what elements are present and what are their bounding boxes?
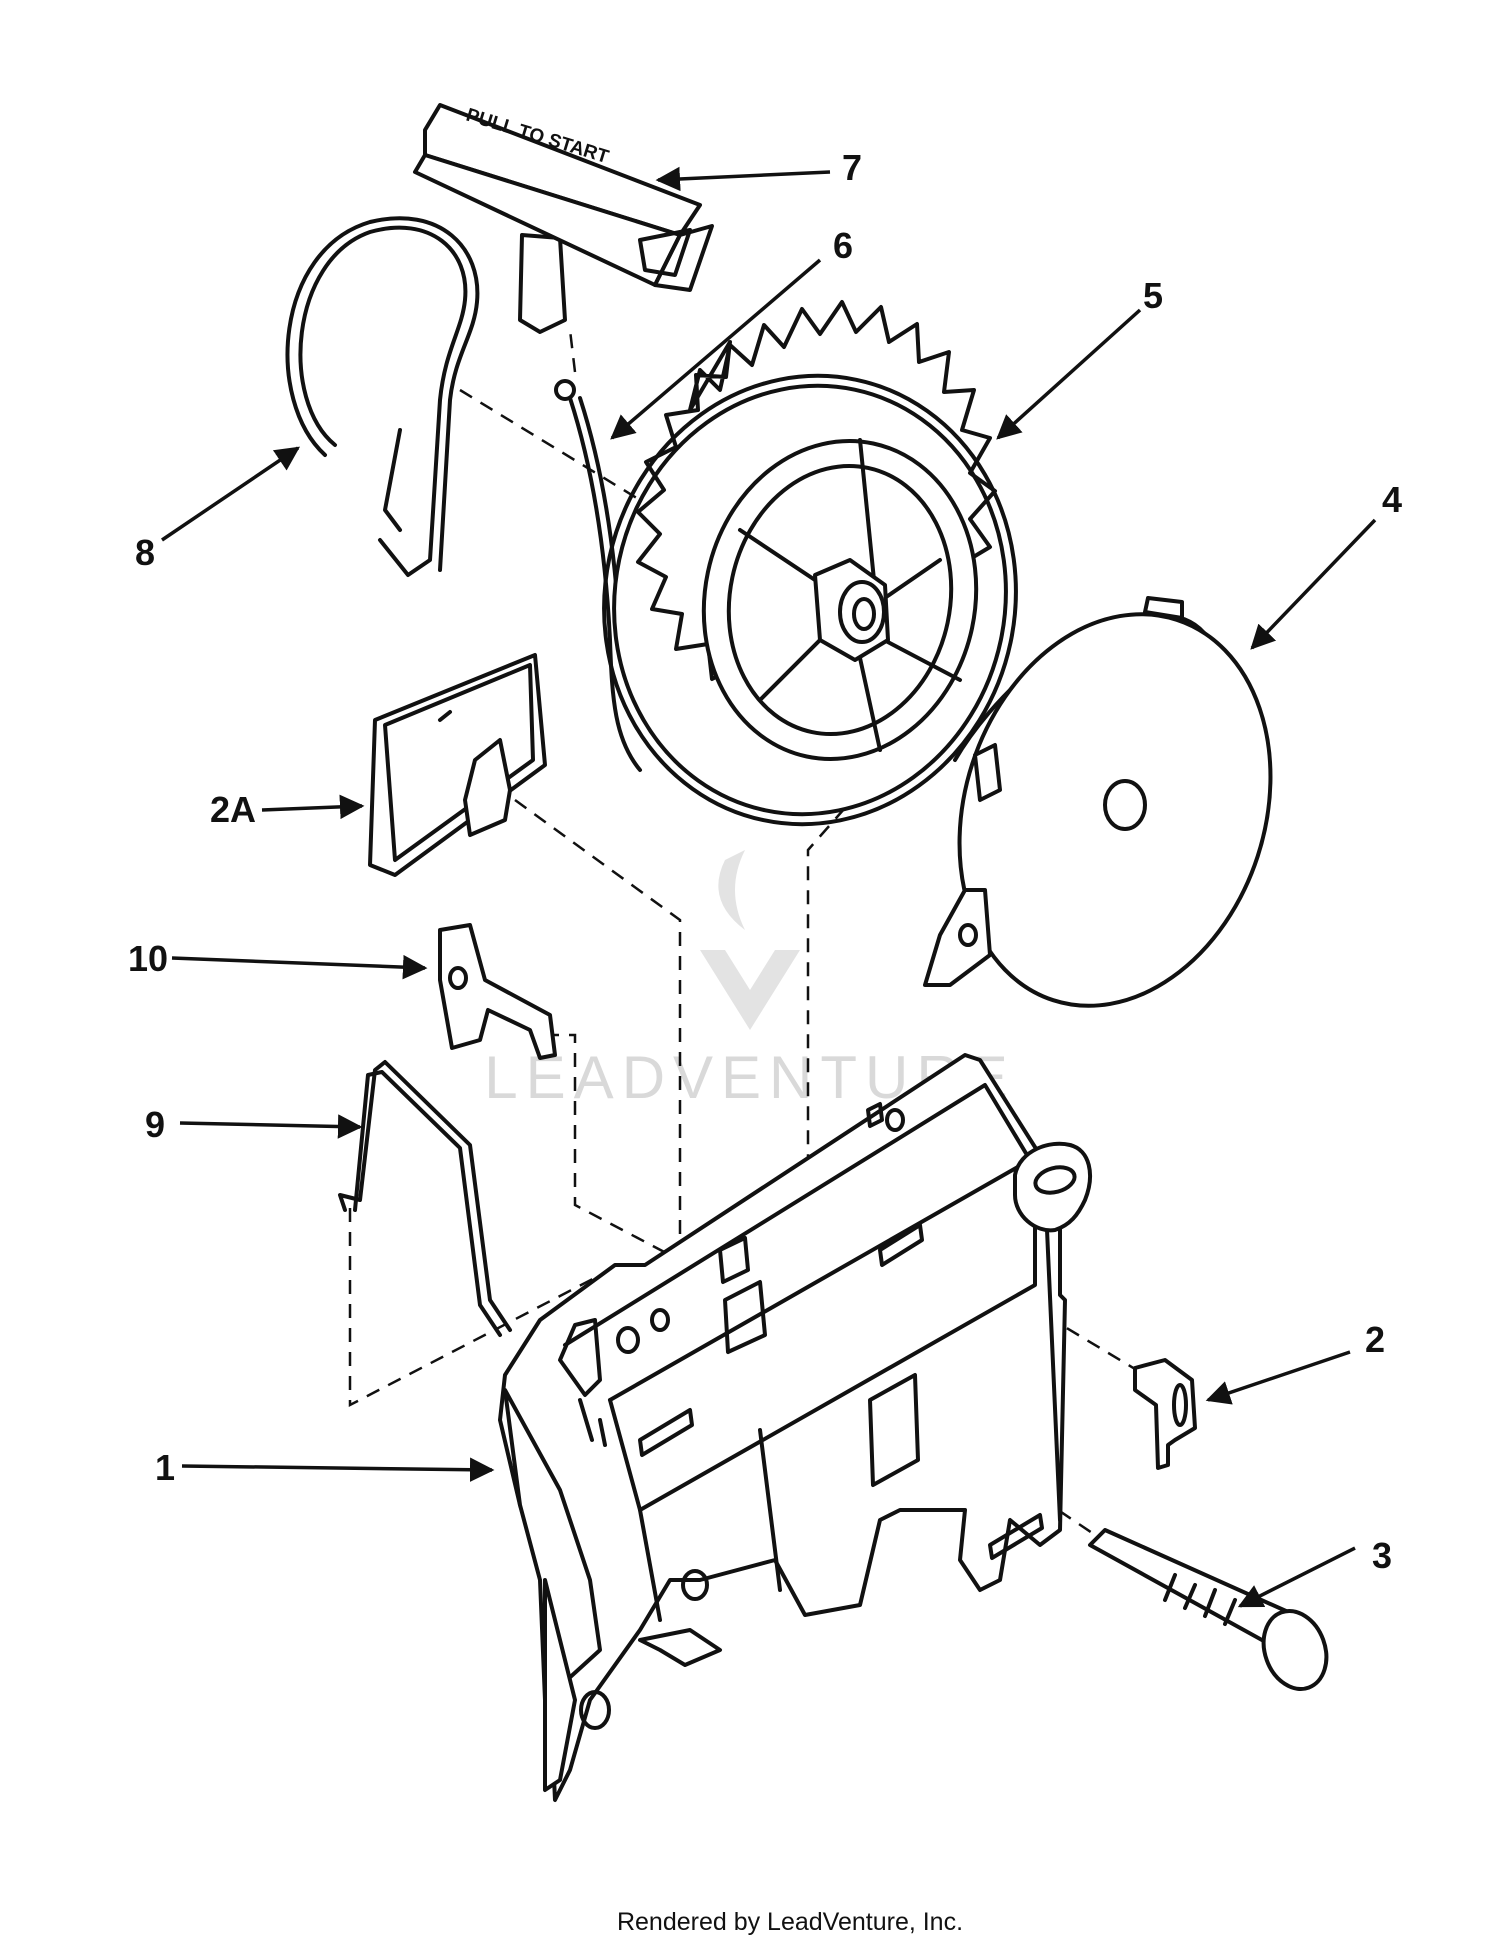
label-6: 6 [833, 225, 853, 266]
label-5: 5 [1143, 275, 1163, 316]
label-3: 3 [1372, 1535, 1392, 1576]
label-7: 7 [842, 147, 862, 188]
watermark-logo [700, 850, 800, 1030]
part-5-rewind-pulley [602, 300, 1018, 827]
part-2a-brake-plate [368, 653, 547, 877]
part-2-clip [1133, 1358, 1197, 1470]
footer-credit: Rendered by LeadVenture, Inc. [617, 1908, 963, 1936]
part-8-rope-guide-clip [285, 216, 480, 577]
part-3-pin [1088, 1528, 1329, 1691]
part-4-spring-cover [923, 596, 1273, 1008]
part-7-starter-handle: PULL TO START [413, 103, 714, 334]
part-9-wire-spring [338, 1060, 512, 1337]
part-1-starter-bracket [498, 1053, 1092, 1802]
leader-lines [161, 166, 1377, 1608]
part-10-bracket [438, 923, 557, 1060]
label-10: 10 [128, 938, 168, 979]
label-1: 1 [155, 1447, 175, 1488]
label-9: 9 [145, 1104, 165, 1145]
callout-labels: 7 6 5 4 8 2A 10 9 1 2 3 [128, 147, 1402, 1576]
label-8: 8 [135, 532, 155, 573]
label-2a: 2A [210, 789, 256, 830]
label-4: 4 [1382, 479, 1402, 520]
label-2: 2 [1365, 1319, 1385, 1360]
